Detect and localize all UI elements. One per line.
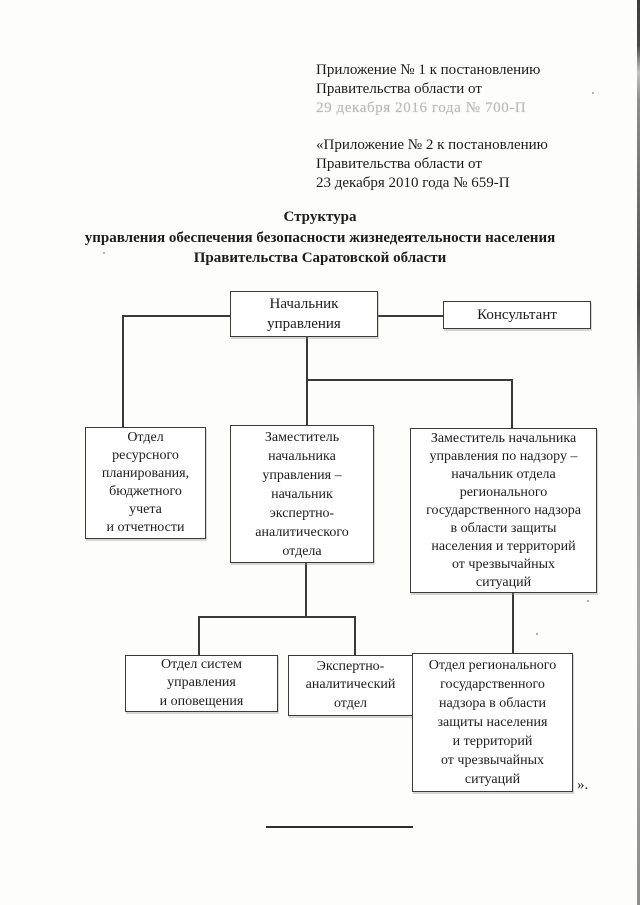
connector-deputies-horizontal (306, 379, 513, 381)
appendix-note-1: Приложение № 1 к постановлению Правитель… (316, 61, 616, 118)
org-node-regional-oversight-dept: Отдел регионального государственного над… (412, 653, 573, 792)
connector-bottom-horizontal (198, 616, 356, 618)
closing-quote: ». (577, 777, 589, 793)
appendix-note-2-line-1: «Приложение № 2 к постановлению (316, 137, 548, 153)
org-node-deputy-head-expert: Заместитель начальника управления – нача… (230, 425, 374, 563)
connector-deputy-expert-drop (305, 563, 307, 618)
connector-head-to-resource-horizontal (122, 315, 230, 317)
org-node-deputy-head-oversight: Заместитель начальника управления по над… (410, 428, 597, 593)
connector-to-oversight-dept (512, 593, 514, 653)
signature-line (266, 826, 413, 828)
document-title-line-3: Правительства Саратовской области (193, 250, 447, 266)
document-title-line-2: управления обеспечения безопасности жизн… (84, 229, 556, 246)
org-node-expert-dept-label: Экспертно- аналитический отдел (305, 658, 396, 711)
appendix-note-1-line-3-faded: 29 декабря 2016 года № 700-П (316, 100, 527, 116)
org-node-expert-analytical-dept: Экспертно- аналитический отдел (288, 655, 413, 716)
org-node-resource-label: Отдел ресурсного планирования, бюджетног… (101, 430, 190, 535)
connector-head-to-consultant (378, 315, 443, 317)
scan-speck (587, 600, 589, 602)
connector-to-control-systems (198, 616, 200, 655)
connector-to-deputy-oversight (511, 379, 513, 428)
org-node-control-systems-label: Отдел систем управления и оповещения (159, 656, 244, 709)
appendix-note-1-line-1: Приложение № 1 к постановлению (316, 62, 541, 78)
org-node-head-of-directorate: Начальник управления (230, 291, 378, 337)
org-node-oversight-dept-label: Отдел регионального государственного над… (428, 658, 557, 787)
appendix-note-2-line-3: 23 декабря 2010 года № 659-П (316, 175, 510, 191)
document-title: Структура управления обеспечения безопас… (0, 207, 640, 269)
scan-speck (103, 252, 105, 254)
connector-to-deputy-expert (306, 379, 308, 425)
connector-to-expert-dept (354, 616, 356, 655)
org-node-head-label: Начальник управления (267, 296, 341, 332)
connector-head-to-resource-vertical (122, 315, 124, 427)
org-node-consultant: Консультант (443, 301, 591, 329)
appendix-note-2-line-2: Правительства области от (316, 156, 482, 172)
connector-head-drop (306, 337, 308, 381)
scan-speck (536, 633, 538, 635)
org-node-resource-planning-dept: Отдел ресурсного планирования, бюджетног… (85, 427, 206, 539)
org-node-consultant-label: Консультант (477, 307, 557, 323)
org-node-deputy-expert-label: Заместитель начальника управления – нача… (255, 429, 349, 559)
appendix-note-2: «Приложение № 2 к постановлению Правител… (316, 136, 616, 193)
document-title-line-1: Структура (283, 209, 357, 225)
org-node-control-systems-dept: Отдел систем управления и оповещения (125, 655, 278, 712)
scan-edge-artifact (637, 0, 640, 905)
scan-speck (592, 92, 594, 94)
appendix-note-1-line-2: Правительства области от (316, 81, 482, 97)
org-node-deputy-oversight-label: Заместитель начальника управления по над… (426, 430, 581, 590)
